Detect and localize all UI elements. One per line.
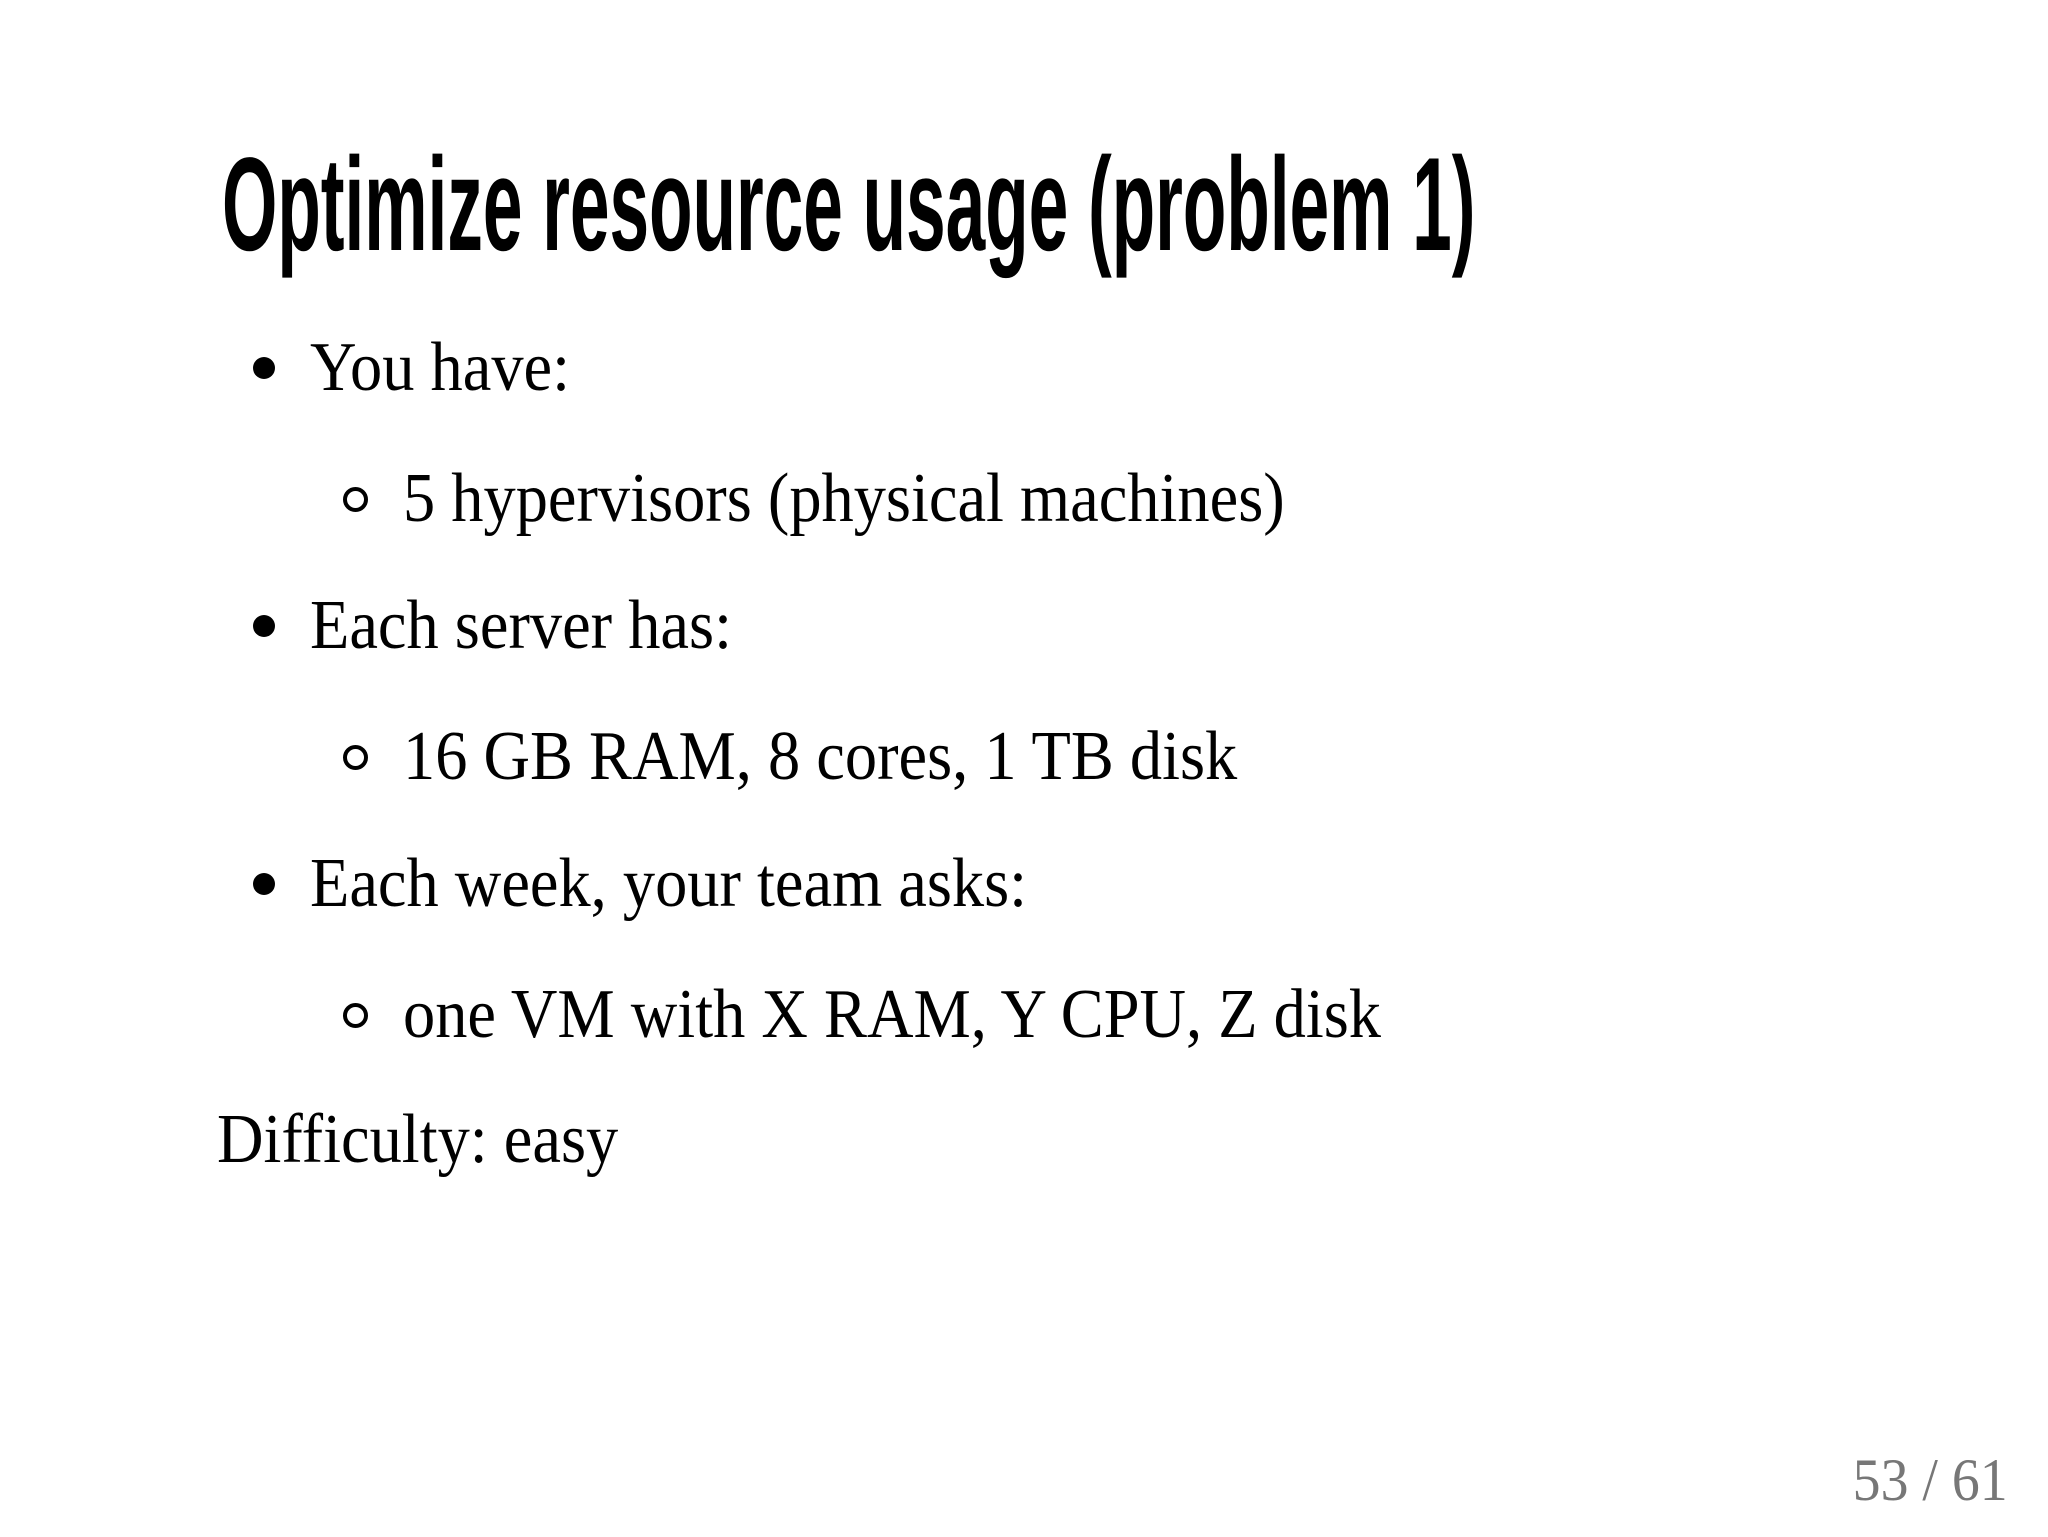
- sub-list-item: 5 hypervisors (physical machines): [403, 460, 1285, 537]
- difficulty-note: Difficulty: easy: [217, 1101, 619, 1178]
- sub-list-item: 16 GB RAM, 8 cores, 1 TB disk: [403, 718, 1238, 795]
- list-item: Each server has:: [310, 587, 732, 664]
- bullet-icon: [253, 357, 275, 379]
- bullet-icon: [253, 615, 275, 637]
- sub-bullet-icon: [343, 487, 368, 512]
- list-item: You have:: [310, 329, 571, 406]
- slide-number: 53 / 61: [1852, 1447, 2008, 1513]
- list-item: Each week, your team asks:: [310, 845, 1028, 922]
- sub-bullet-icon: [343, 745, 368, 770]
- slide-title: Optimize resource usage (problem 1): [222, 131, 1476, 279]
- bullet-icon: [253, 873, 275, 895]
- sub-list-item: one VM with X RAM, Y CPU, Z disk: [403, 976, 1382, 1053]
- sub-bullet-icon: [343, 1003, 368, 1028]
